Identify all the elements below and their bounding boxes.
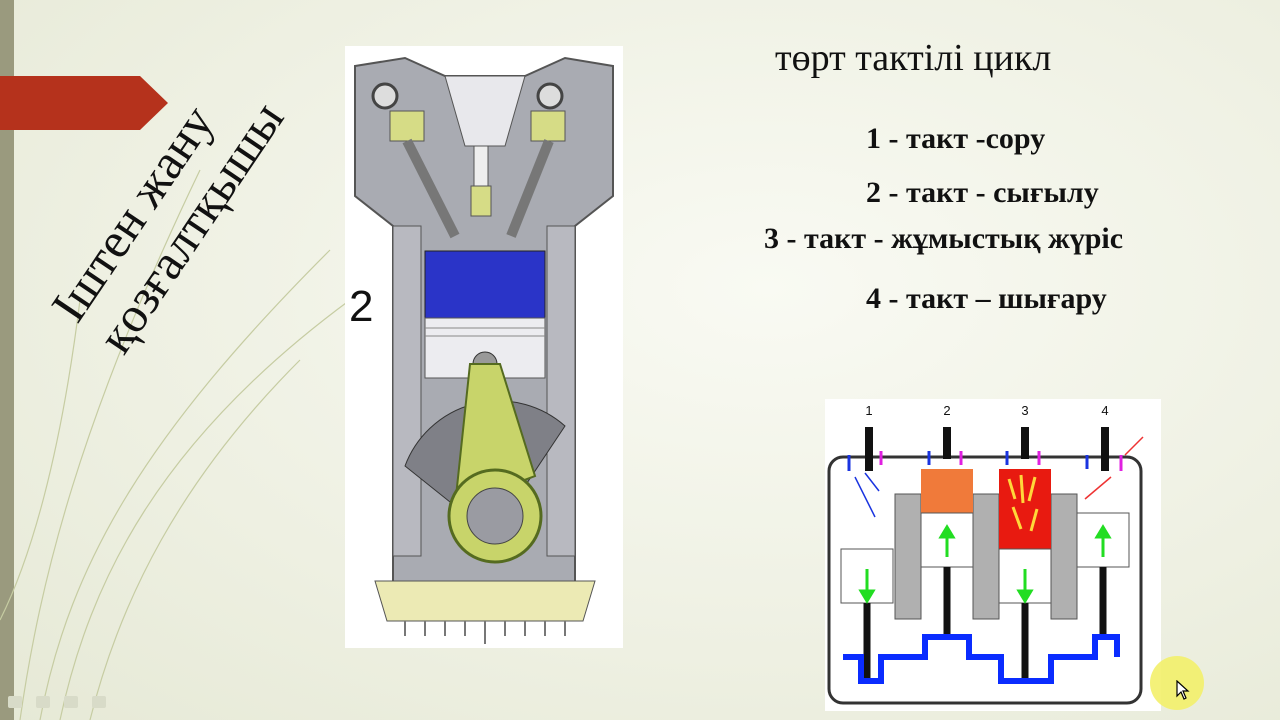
stroke-step-1: 1 - такт -сору xyxy=(866,122,1046,155)
mouse-cursor-icon xyxy=(1176,680,1190,700)
menu-icon[interactable] xyxy=(64,696,78,708)
pen-icon[interactable] xyxy=(36,696,50,708)
decorative-lines xyxy=(0,169,351,720)
cylinder-label-2: 2 xyxy=(943,403,950,418)
engine-cross-section-image: 2 xyxy=(345,46,623,648)
cycle-title: төрт тактілі цикл xyxy=(775,37,1052,79)
next-slide-icon[interactable] xyxy=(92,696,106,708)
cylinder-label-4: 4 xyxy=(1101,403,1108,418)
cylinder-label-3: 3 xyxy=(1021,403,1028,418)
prev-slide-icon[interactable] xyxy=(8,696,22,708)
stroke-step-4: 4 - такт – шығару xyxy=(866,282,1107,315)
four-stroke-cylinders-image: 1 2 3 4 xyxy=(825,399,1161,711)
stroke-number-label: 2 xyxy=(349,282,373,331)
left-strip xyxy=(0,0,14,720)
title-arrow-tab xyxy=(0,76,168,130)
slide-nav-controls xyxy=(8,696,106,708)
cylinder-label-1: 1 xyxy=(865,403,872,418)
stroke-step-3: 3 - такт - жұмыстық жүріс xyxy=(764,222,1124,255)
stroke-step-2: 2 - такт - сығылу xyxy=(866,176,1099,209)
